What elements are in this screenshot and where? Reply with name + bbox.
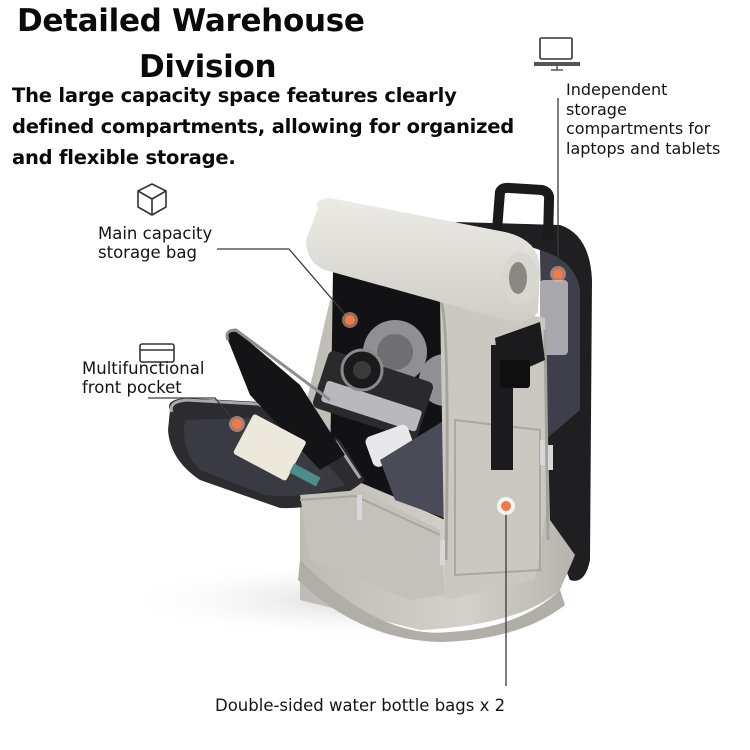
callout-laptop: Independent storage compartments for lap…	[566, 80, 720, 158]
callout-main-line1: Main capacity	[98, 224, 213, 243]
box-icon	[137, 183, 167, 216]
page-title-line2: Division	[139, 49, 277, 85]
roll-top	[306, 198, 540, 322]
card-icon	[139, 343, 175, 363]
callout-laptop-line4: laptops and tablets	[566, 138, 721, 158]
page-title-line1: Detailed Warehouse	[17, 3, 365, 39]
marker-laptop	[553, 269, 563, 279]
page-subtitle: The large capacity space features clearl…	[12, 84, 515, 169]
line-front-pocket	[148, 397, 238, 425]
callout-laptop-line3: compartments for	[566, 119, 711, 138]
callout-markers	[229, 266, 566, 515]
callout-main-capacity: Main capacity storage bag	[98, 224, 212, 262]
top-handle	[492, 182, 555, 241]
laptop-icon	[534, 37, 580, 71]
callout-front-line1: Multifunctional	[82, 359, 205, 378]
marker-front-pocket	[232, 419, 242, 429]
callout-lines	[148, 98, 559, 686]
laptop-device	[540, 280, 568, 355]
callout-front-pocket: Multifunctional front pocket	[82, 359, 204, 397]
line-main-capacity	[217, 248, 351, 321]
callout-front-line2: front pocket	[82, 378, 182, 397]
callout-laptop-line1: Independent	[566, 80, 668, 99]
callout-laptop-line2: storage	[566, 99, 627, 119]
callout-water-bottle: Double-sided water bottle bags x 2	[215, 696, 506, 715]
marker-bottle	[501, 501, 511, 511]
callout-main-line2: storage bag	[98, 243, 197, 262]
marker-main-capacity	[345, 315, 355, 325]
